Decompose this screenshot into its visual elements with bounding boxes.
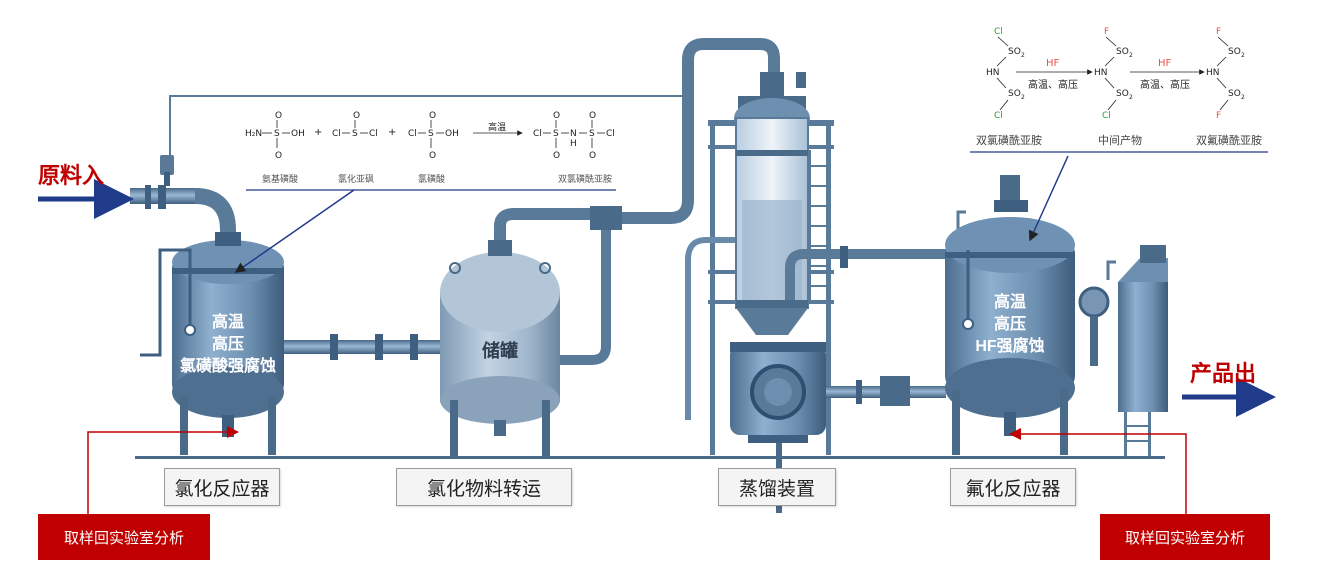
svg-text:F: F <box>1216 27 1221 37</box>
chlorination-line1: 高温 <box>211 314 244 331</box>
chem-condition-left: 高温 <box>488 123 507 133</box>
chem-name-bis-fluoro: 双氟磺酰亚胺 <box>1196 134 1262 147</box>
svg-text:Cl: Cl <box>994 27 1003 37</box>
chem-condition-right-2: 高温、高压 <box>1140 80 1190 91</box>
chem-name-sulfamic-acid: 氨基磺酸 <box>262 175 299 185</box>
chem-name-chlorosulfonic-acid: 氯磺酸 <box>418 175 446 185</box>
stage-chlorination-transfer: 氯化物料转运 <box>396 468 572 506</box>
svg-text:Cl: Cl <box>994 111 1003 121</box>
storage-tank-text: 储罐 <box>482 341 518 361</box>
reaction-scheme-left: H₂N S OH O O Cl S Cl O Cl S OH O O Cl S … <box>245 111 616 191</box>
svg-text:Cl: Cl <box>332 129 341 139</box>
svg-text:SO: SO <box>1008 47 1021 57</box>
chlorination-line2: 高压 <box>211 336 244 353</box>
stage-chlorination-reactor: 氯化反应器 <box>164 468 280 506</box>
chem-reagent-hf-1: HF <box>1046 58 1060 69</box>
svg-text:F: F <box>1216 111 1221 121</box>
callout-right <box>1028 155 1069 242</box>
chem-name-thionyl-chloride: 氯化亚砜 <box>338 175 375 185</box>
chem-plus-2: + <box>388 127 397 138</box>
chem-name-product-left: 双氯磺酰亚胺 <box>558 175 613 185</box>
callout-left <box>234 189 355 273</box>
svg-text:H: H <box>570 139 577 149</box>
svg-text:S: S <box>428 129 434 139</box>
fluorination-reactor <box>945 175 1168 456</box>
svg-text:O: O <box>553 151 560 161</box>
chem-name-bis-chloro: 双氯磺酰亚胺 <box>976 134 1042 147</box>
storage-tank <box>440 38 780 456</box>
svg-text:SO: SO <box>1228 89 1241 99</box>
svg-text:F: F <box>1104 27 1109 37</box>
svg-text:N: N <box>570 129 577 139</box>
svg-text:O: O <box>589 111 596 121</box>
fluorination-line2: 高压 <box>993 316 1026 333</box>
chem-name-intermediate: 中间产物 <box>1098 134 1142 147</box>
chem-reagent-hf-2: HF <box>1158 58 1172 69</box>
svg-text:OH: OH <box>445 129 459 139</box>
svg-text:O: O <box>275 151 282 161</box>
svg-text:SO: SO <box>1116 89 1129 99</box>
chlorination-reactor <box>130 155 284 455</box>
svg-text:2: 2 <box>1129 94 1133 101</box>
svg-text:Cl: Cl <box>533 129 542 139</box>
svg-text:2: 2 <box>1241 94 1245 101</box>
sampling-box-left: 取样回实验室分析 <box>38 514 210 560</box>
svg-text:O: O <box>353 111 360 121</box>
chlorination-line3: 氯磺酸强腐蚀 <box>179 358 276 375</box>
sample-line-left <box>87 426 239 514</box>
fluorination-line1: 高温 <box>993 294 1026 311</box>
svg-text:O: O <box>429 151 436 161</box>
pipe-to-storage <box>284 340 444 354</box>
sample-line-right <box>1009 428 1187 514</box>
svg-text:S: S <box>352 129 358 139</box>
svg-text:HN: HN <box>1094 68 1108 78</box>
svg-text:O: O <box>275 111 282 121</box>
product-out-label: 产品出 <box>1190 361 1257 386</box>
svg-text:2: 2 <box>1129 52 1133 59</box>
chem-plus-1: + <box>314 127 323 138</box>
chlorination-reactor-text: 高温 高压 氯磺酸强腐蚀 <box>168 312 288 378</box>
feed-in-label: 原料入 <box>38 163 105 188</box>
distillation-unit <box>685 72 950 513</box>
svg-text:H₂N: H₂N <box>245 129 262 139</box>
stage-fluorination-reactor: 氟化反应器 <box>950 468 1076 506</box>
svg-text:OH: OH <box>291 129 305 139</box>
svg-text:S: S <box>553 129 559 139</box>
stage-distillation: 蒸馏装置 <box>718 468 836 506</box>
svg-text:Cl: Cl <box>606 129 615 139</box>
svg-text:O: O <box>429 111 436 121</box>
svg-text:O: O <box>589 151 596 161</box>
svg-text:2: 2 <box>1241 52 1245 59</box>
svg-text:HN: HN <box>986 68 1000 78</box>
fluorination-reactor-text: 高温 高压 HF强腐蚀 <box>950 292 1070 358</box>
svg-text:S: S <box>589 129 595 139</box>
svg-text:O: O <box>553 111 560 121</box>
svg-text:Cl: Cl <box>369 129 378 139</box>
svg-text:2: 2 <box>1021 94 1025 101</box>
chem-condition-right-1: 高温、高压 <box>1028 80 1078 91</box>
svg-text:Cl: Cl <box>1102 111 1111 121</box>
svg-text:SO: SO <box>1228 47 1241 57</box>
svg-text:SO: SO <box>1116 47 1129 57</box>
svg-text:2: 2 <box>1021 52 1025 59</box>
sampling-box-right: 取样回实验室分析 <box>1100 514 1270 560</box>
svg-text:Cl: Cl <box>408 129 417 139</box>
svg-text:SO: SO <box>1008 89 1021 99</box>
floor-line <box>135 456 1165 459</box>
svg-text:HN: HN <box>1206 68 1220 78</box>
fluorination-line3: HF强腐蚀 <box>975 338 1045 355</box>
svg-text:S: S <box>274 129 280 139</box>
